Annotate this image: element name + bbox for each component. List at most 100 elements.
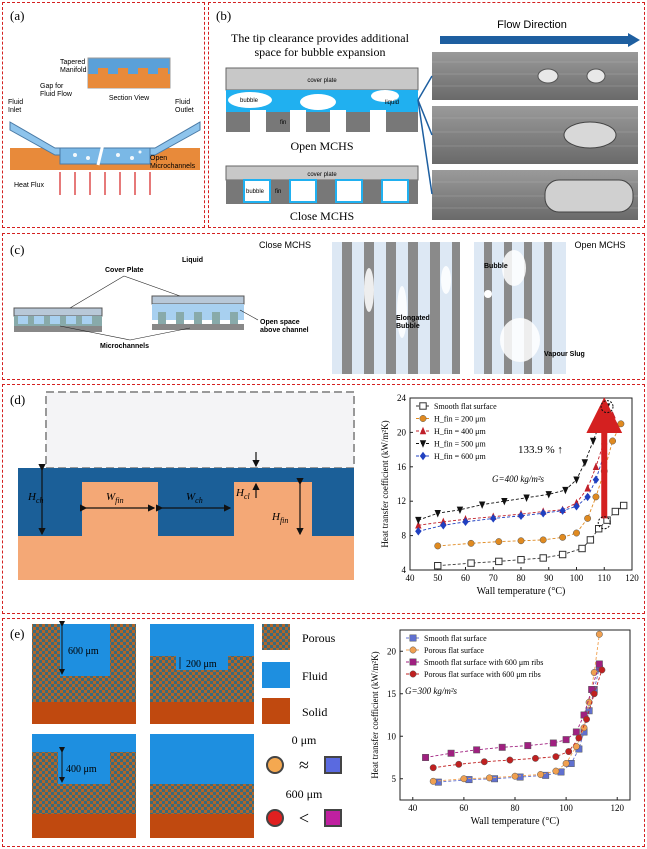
legend-entry: H_fin = 200 μm — [434, 415, 486, 424]
legend-fluid-label: Fluid — [302, 669, 327, 683]
legend-entry: Porous flat surface — [424, 646, 484, 655]
data-point — [447, 749, 455, 757]
data-point — [545, 491, 552, 499]
data-point — [595, 525, 603, 533]
data-point — [580, 724, 588, 732]
data-point — [592, 462, 600, 470]
data-point — [415, 521, 422, 529]
cover-plate-dashed — [45, 391, 355, 469]
x-axis-label: Wall temperature (°C) — [477, 586, 566, 597]
y-tick-label: 16 — [397, 462, 407, 472]
close-cover-plate-label: cover plate — [307, 172, 337, 178]
data-point — [422, 754, 430, 761]
data-point — [603, 403, 611, 411]
data-point — [506, 756, 514, 764]
data-point — [592, 475, 600, 484]
data-point — [478, 501, 486, 509]
data-point — [609, 411, 616, 419]
cover-plate-label: Cover Plate — [105, 267, 144, 274]
data-point — [573, 476, 580, 484]
data-point — [537, 771, 545, 778]
data-point — [434, 542, 442, 550]
data-point — [573, 502, 580, 511]
data-point — [460, 775, 468, 783]
legend-entry: Porous flat surface with 600 μm ribs — [424, 670, 541, 679]
config-1-dim: 600 μm — [68, 646, 99, 657]
x-tick-label: 60 — [459, 803, 469, 813]
legend-entry: H_fin = 600 μm — [434, 452, 486, 461]
cut-line — [96, 117, 106, 166]
close-mchs-title: Close MCHS — [259, 240, 311, 250]
microchannels-label: Microchannels — [100, 343, 149, 350]
data-point — [581, 459, 589, 467]
data-point — [559, 506, 566, 515]
h-ch-label: Hch — [27, 491, 44, 505]
approx-symbol: ≈ — [299, 755, 309, 775]
w-fin-label: Wfin — [106, 491, 124, 505]
panel-e-label: (e) — [10, 626, 24, 641]
data-point — [586, 536, 595, 544]
data-point — [619, 501, 628, 510]
panel-b: (b) The tip clearance provides additiona… — [216, 8, 640, 223]
data-point — [609, 437, 617, 445]
h-cl-label: Hcl — [235, 487, 251, 501]
panel-e: (e) 600 μm 200 μm 400 μm Porous Fluid So… — [10, 621, 631, 838]
x-tick-label: 50 — [433, 573, 443, 583]
data-point — [573, 529, 580, 537]
chart-d-g-label: G=400 kg/m²s — [492, 474, 545, 484]
six-hundred-um-label: 600 μm — [286, 787, 323, 801]
data-point — [575, 734, 583, 742]
legend-entry: Smooth flat surface with 600 μm ribs — [424, 658, 543, 667]
vapour-slug-label: Vapour Slug — [544, 351, 585, 358]
data-point — [531, 754, 539, 762]
open-channels — [59, 147, 151, 165]
series-line — [418, 406, 608, 521]
series-line — [418, 453, 605, 532]
data-point — [511, 772, 519, 780]
open-liquid-label: liquid — [385, 100, 399, 106]
panel-e-frame — [2, 618, 645, 847]
data-point — [590, 690, 598, 698]
data-point — [485, 774, 493, 782]
data-point — [501, 498, 508, 506]
legend-porous-label: Porous — [302, 631, 336, 645]
y-tick-label: 24 — [397, 393, 407, 403]
data-point — [539, 536, 547, 544]
data-point — [480, 758, 488, 766]
data-point — [562, 736, 570, 744]
data-point — [592, 493, 600, 501]
data-point — [584, 492, 591, 502]
data-point — [523, 494, 530, 502]
y-tick-label: 20 — [397, 427, 407, 437]
x-tick-label: 40 — [406, 573, 416, 583]
x-tick-label: 80 — [517, 573, 527, 583]
chart-e-g-label: G=300 kg/m²s — [405, 686, 458, 696]
highlight-circle-top — [600, 400, 614, 414]
highlight-circle-bottom — [597, 516, 611, 530]
series-line — [425, 663, 600, 758]
open-cover-plate-label: cover plate — [307, 78, 337, 84]
config-3-solid — [32, 814, 136, 838]
data-point — [562, 486, 569, 495]
w-ch-label: Wch — [186, 491, 203, 505]
open-mchs-label: Open MCHS — [290, 139, 353, 153]
x-tick-label: 100 — [570, 573, 584, 583]
config-1-solid — [32, 702, 136, 724]
data-point — [590, 669, 598, 676]
close-fin-label: fin — [275, 189, 281, 195]
data-point — [595, 660, 603, 668]
legend-marker — [409, 646, 417, 654]
data-point — [455, 760, 463, 768]
y-tick-label: 4 — [402, 565, 407, 575]
y-axis-label: Heat transfer coefficient (kW/m²K) — [380, 420, 390, 547]
panel-d-label: (d) — [10, 392, 25, 407]
x-tick-label: 70 — [489, 573, 499, 583]
data-point — [562, 760, 570, 767]
